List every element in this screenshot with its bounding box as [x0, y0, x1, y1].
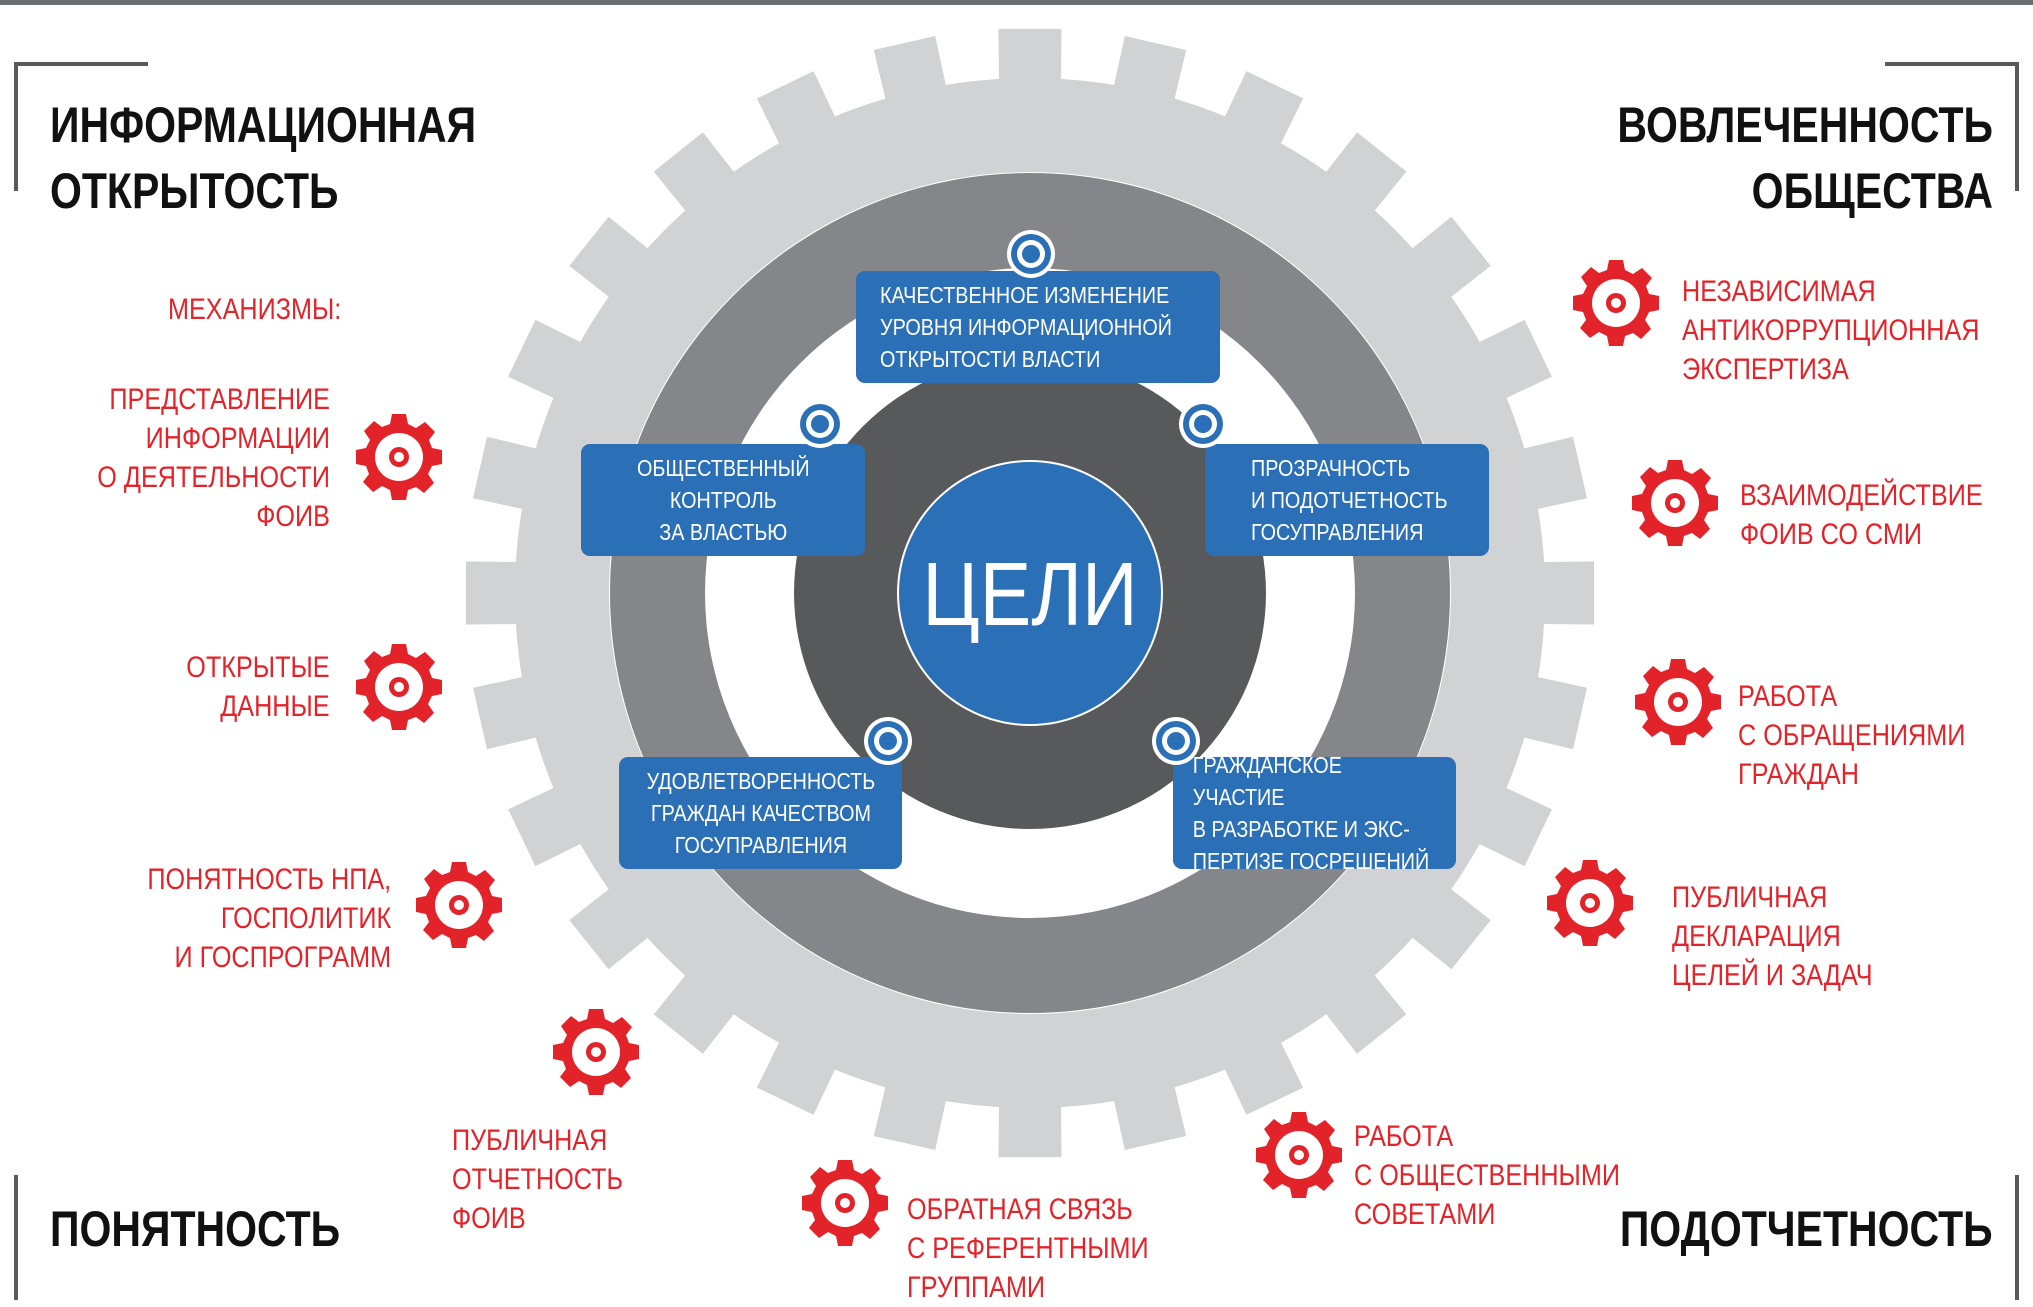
top-border-line	[0, 0, 2033, 5]
mechanism-label: ПУБЛИЧНАЯ ДЕКЛАРАЦИЯ ЦЕЛЕЙ И ЗАДАЧ	[1672, 881, 1873, 992]
corner-title-accountability: ПОДОТЧЕТНОСТЬ	[1620, 1201, 1993, 1257]
mechanism-label: ПУБЛИЧНАЯ ОТЧЕТНОСТЬ ФОИВ	[452, 1124, 624, 1235]
corner-title-clarity: ПОНЯТНОСТЬ	[50, 1201, 341, 1257]
corner-bracket-bottom-right	[1815, 1175, 2019, 1300]
center-disc	[899, 462, 1161, 724]
mechanism-label: ВЗАИМОДЕЙСТВИЕ ФОИВ СО СМИ	[1740, 479, 1983, 551]
goal-box-information-openness: КАЧЕСТВЕННОЕ ИЗМЕНЕНИЕ УРОВНЯ ИНФОРМАЦИО…	[856, 271, 1220, 383]
mechanism-label: ОБРАТНАЯ СВЯЗЬ С РЕФЕРЕНТНЫМИ ГРУППАМИ	[907, 1193, 1149, 1304]
goal-box-citizen-satisfaction: УДОВЛЕТВОРЕННОСТЬ ГРАЖДАН КАЧЕСТВОМ ГОСУ…	[619, 757, 902, 869]
corner-title-information-openness: ИНФОРМАЦИОННАЯ ОТКРЫТОСТЬ	[50, 97, 477, 219]
mechanism-label: РАБОТА С ОБРАЩЕНИЯМИ ГРАЖДАН	[1738, 680, 1966, 791]
mechanism-label: ОТКРЫТЫЕ ДАННЫЕ	[186, 651, 330, 723]
mechanism-label: ПРЕДСТАВЛЕНИЕ ИНФОРМАЦИИ О ДЕЯТЕЛЬНОСТИ …	[97, 383, 331, 533]
mechanism-label: ПОНЯТНОСТЬ НПА, ГОСПОЛИТИК И ГОСПРОГРАММ	[147, 863, 391, 974]
mechanisms-heading: МЕХАНИЗМЫ:	[167, 293, 341, 326]
corner-bracket-bottom-left	[14, 1175, 218, 1300]
center-label: ЦЕЛИ	[922, 544, 1137, 645]
goal-box-civic-participation: ГРАЖДАНСКОЕ УЧАСТИЕ В РАЗРАБОТКЕ И ЭКС- …	[1173, 752, 1456, 874]
corner-bracket-top-left	[14, 62, 148, 191]
mechanism-label: РАБОТА С ОБЩЕСТВЕННЫМИ СОВЕТАМИ	[1354, 1120, 1620, 1231]
corner-title-public-involvement: ВОВЛЕЧЕННОСТЬ ОБЩЕСТВА	[1617, 97, 1993, 219]
mechanism-label: НЕЗАВИСИМАЯ АНТИКОРРУПЦИОННАЯ ЭКСПЕРТИЗА	[1682, 275, 1980, 386]
goal-box-transparency: ПРОЗРАЧНОСТЬ И ПОДОТЧЕТНОСТЬ ГОСУПРАВЛЕН…	[1205, 444, 1489, 556]
corner-bracket-top-right	[1885, 62, 2019, 191]
goal-box-public-control: ОБЩЕСТВЕННЫЙ КОНТРОЛЬ ЗА ВЛАСТЬЮ	[581, 444, 865, 556]
